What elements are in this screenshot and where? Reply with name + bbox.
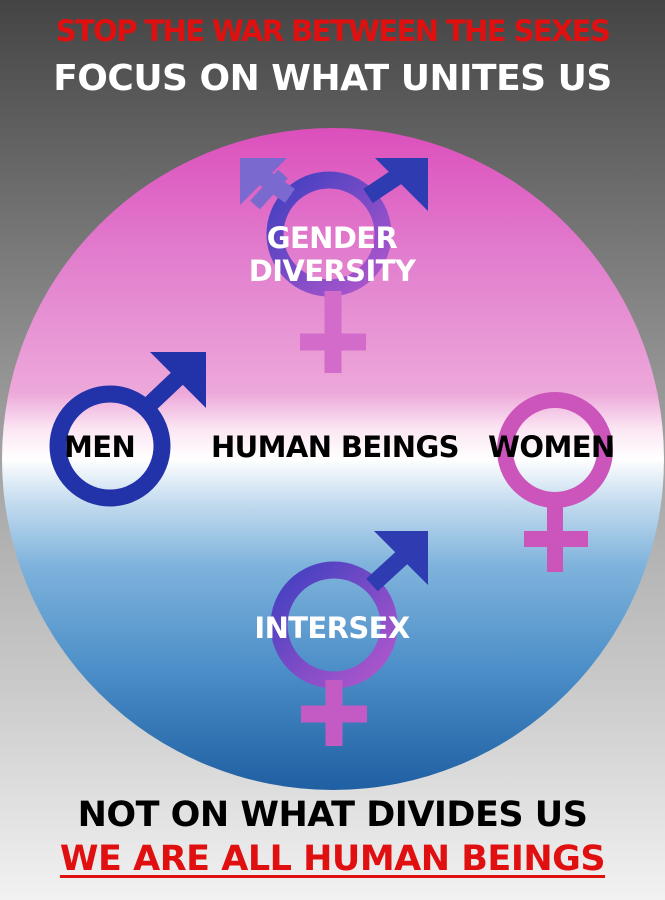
label-women: WOMEN (488, 430, 615, 464)
disc-background (2, 128, 664, 790)
label-intersex: INTERSEX (254, 611, 410, 645)
label-gender-diversity: GENDER DIVERSITY (232, 221, 432, 289)
headline-stop-war: STOP THE WAR BETWEEN THE SEXES (55, 14, 611, 48)
label-men: MEN (64, 430, 136, 464)
label-gender-line1: GENDER (266, 221, 398, 255)
male-symbol-icon (49, 352, 206, 507)
footer-not-divides: NOT ON WHAT DIVIDES US (77, 795, 588, 835)
label-human-beings: HUMAN BEINGS (211, 430, 460, 464)
transgender-symbol-icon (240, 158, 428, 373)
female-symbol-icon (497, 392, 613, 572)
footer-all-human-beings: WE ARE ALL HUMAN BEINGS (59, 839, 606, 879)
headline-focus-unites: FOCUS ON WHAT UNITES US (53, 58, 612, 99)
intersex-symbol-icon (270, 531, 428, 746)
label-gender-line2: DIVERSITY (248, 254, 416, 289)
